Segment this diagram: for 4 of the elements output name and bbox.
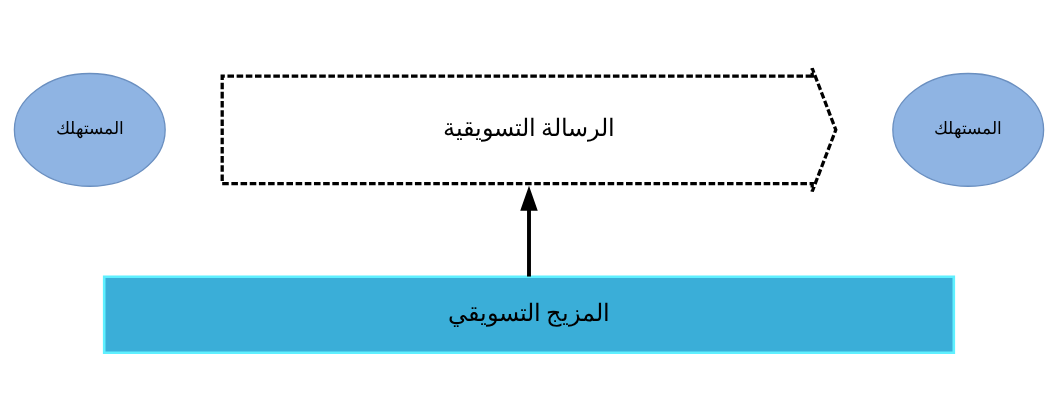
arrow [520,185,538,277]
node-box: المزيج التسويقي [102,274,956,354]
node-ellipse: المستهلك [13,72,166,187]
node-ellipse: المستهلك [892,72,1045,187]
